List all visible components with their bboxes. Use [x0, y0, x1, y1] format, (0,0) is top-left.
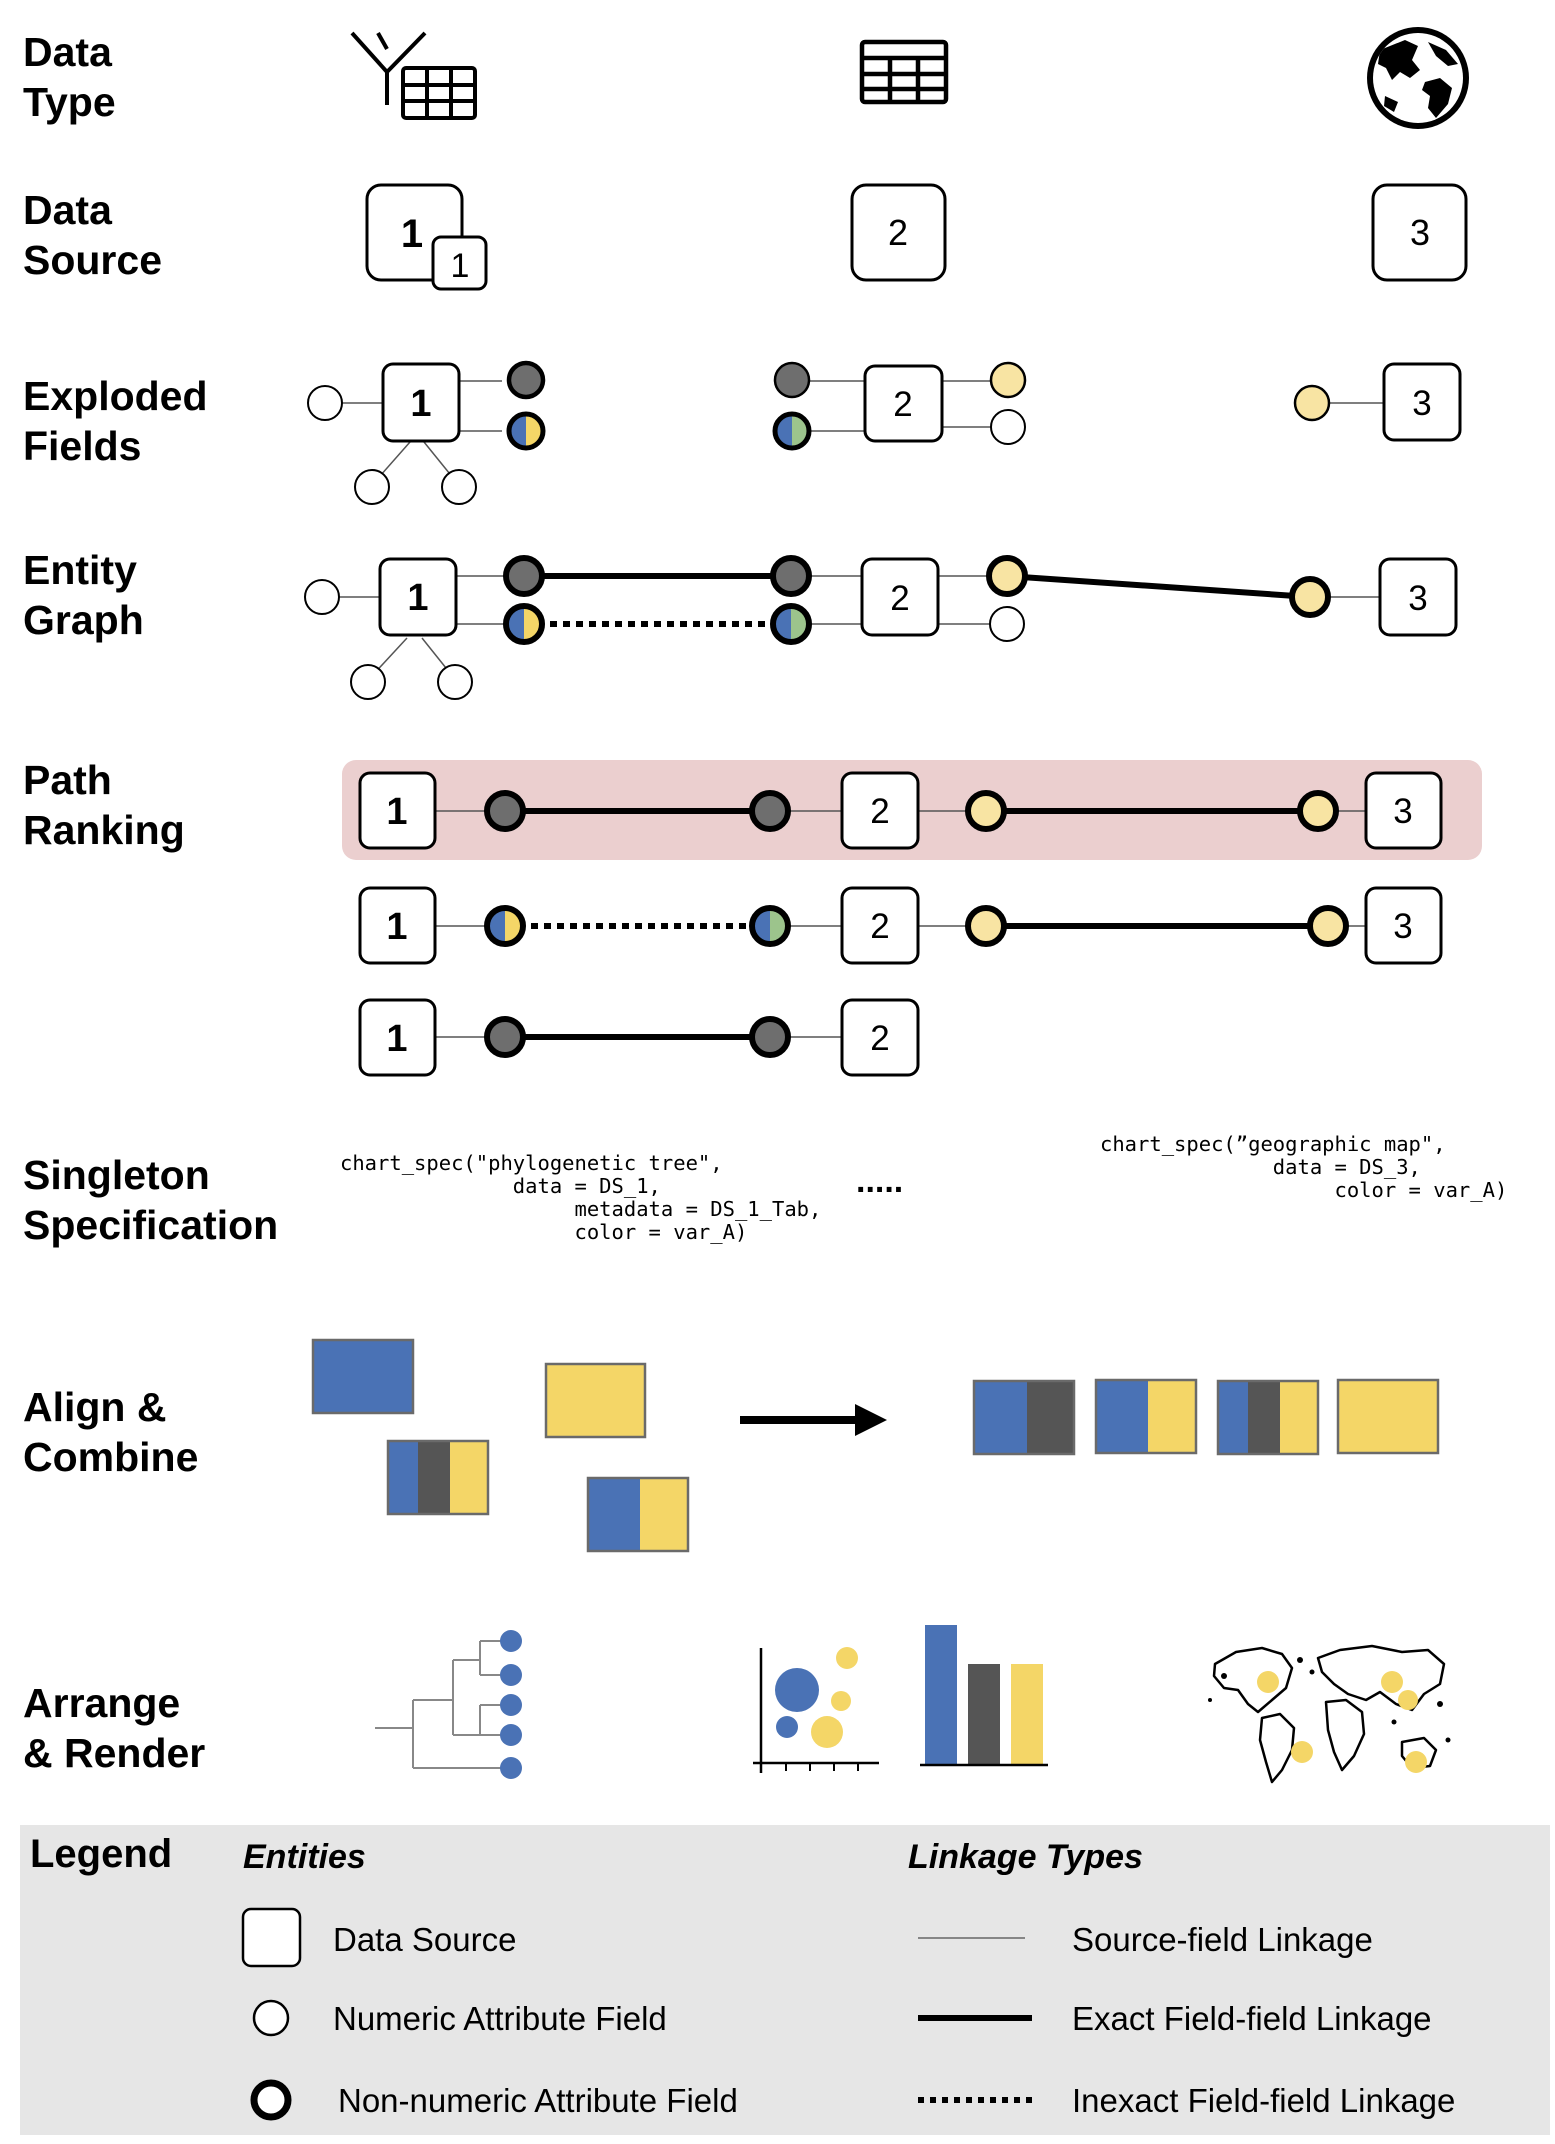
svg-text:3: 3 [1393, 907, 1412, 946]
svg-text:1: 1 [386, 1018, 407, 1060]
path-rank-3: 1 2 [358, 998, 920, 1077]
svg-text:2: 2 [890, 579, 909, 618]
align-combine-inputs [311, 1338, 690, 1553]
exploded-fields-ds2: 2 [772, 361, 1027, 451]
legend-entity-non-numeric-field: Non-numeric Attribute Field [338, 2082, 738, 2119]
svg-text:1: 1 [386, 906, 407, 948]
svg-text:3: 3 [1393, 792, 1412, 831]
exploded-fields-ds1-nodes: 1 [307, 360, 546, 505]
svg-text:2: 2 [888, 212, 908, 253]
arrow-icon [740, 1404, 887, 1436]
data-source-2: 2 [850, 183, 947, 282]
svg-text:3: 3 [1408, 579, 1427, 618]
exploded-fields-ds3: 3 [1293, 362, 1462, 442]
legend-linkage-source-field: Source-field Linkage [1072, 1921, 1373, 1958]
bar-chart-render [920, 1625, 1048, 1767]
svg-text:1: 1 [386, 791, 407, 833]
world-map-render [1208, 1644, 1451, 1784]
svg-text:2: 2 [870, 1019, 889, 1058]
table-icon [859, 39, 949, 105]
spec-ellipsis: ..... [856, 1162, 904, 1200]
svg-text:3: 3 [1412, 384, 1431, 423]
legend-linkage-exact: Exact Field-field Linkage [1072, 2000, 1432, 2037]
entity-graph: 1 2 3 [304, 555, 1458, 700]
legend-linkage-inexact: Inexact Field-field Linkage [1072, 2082, 1456, 2119]
svg-text:2: 2 [870, 792, 889, 831]
legend-entity-numeric-field: Numeric Attribute Field [333, 2000, 667, 2037]
split-node-blue-yellow [506, 411, 546, 451]
phylogenetic-tree-render [375, 1630, 522, 1779]
svg-text:1: 1 [410, 383, 431, 425]
svg-text:1: 1 [451, 247, 470, 285]
data-source-1: 1 1 [365, 183, 488, 291]
globe-icon [1367, 27, 1469, 129]
svg-text:2: 2 [893, 385, 912, 424]
path-rank-1: 1 2 3 [358, 771, 1443, 850]
tree-table-icon [350, 31, 477, 120]
svg-text:1: 1 [401, 212, 423, 256]
legend-title: Legend [30, 1832, 173, 1876]
legend-linkage-heading: Linkage Types [908, 1838, 1143, 1876]
svg-text:3: 3 [1410, 212, 1430, 253]
legend-entities-heading: Entities [243, 1838, 366, 1876]
data-source-3: 3 [1371, 183, 1468, 282]
svg-text:1: 1 [407, 577, 428, 619]
scatter-plot-render [753, 1647, 879, 1773]
spec-geographic-map: chart_spec(”geographic map", data = DS_3… [1100, 1132, 1508, 1202]
row-label-align-combine: Align &Combine [23, 1384, 199, 1480]
path-rank-2: 1 2 3 [358, 886, 1443, 965]
legend-entity-data-source: Data Source [333, 1921, 517, 1958]
spec-phylogenetic-tree: chart_spec("phylogenetic tree", data = D… [340, 1151, 822, 1244]
svg-text:2: 2 [870, 907, 889, 946]
row-label-arrange-render: Arrange& Render [23, 1680, 206, 1776]
align-combine-outputs [972, 1378, 1440, 1456]
